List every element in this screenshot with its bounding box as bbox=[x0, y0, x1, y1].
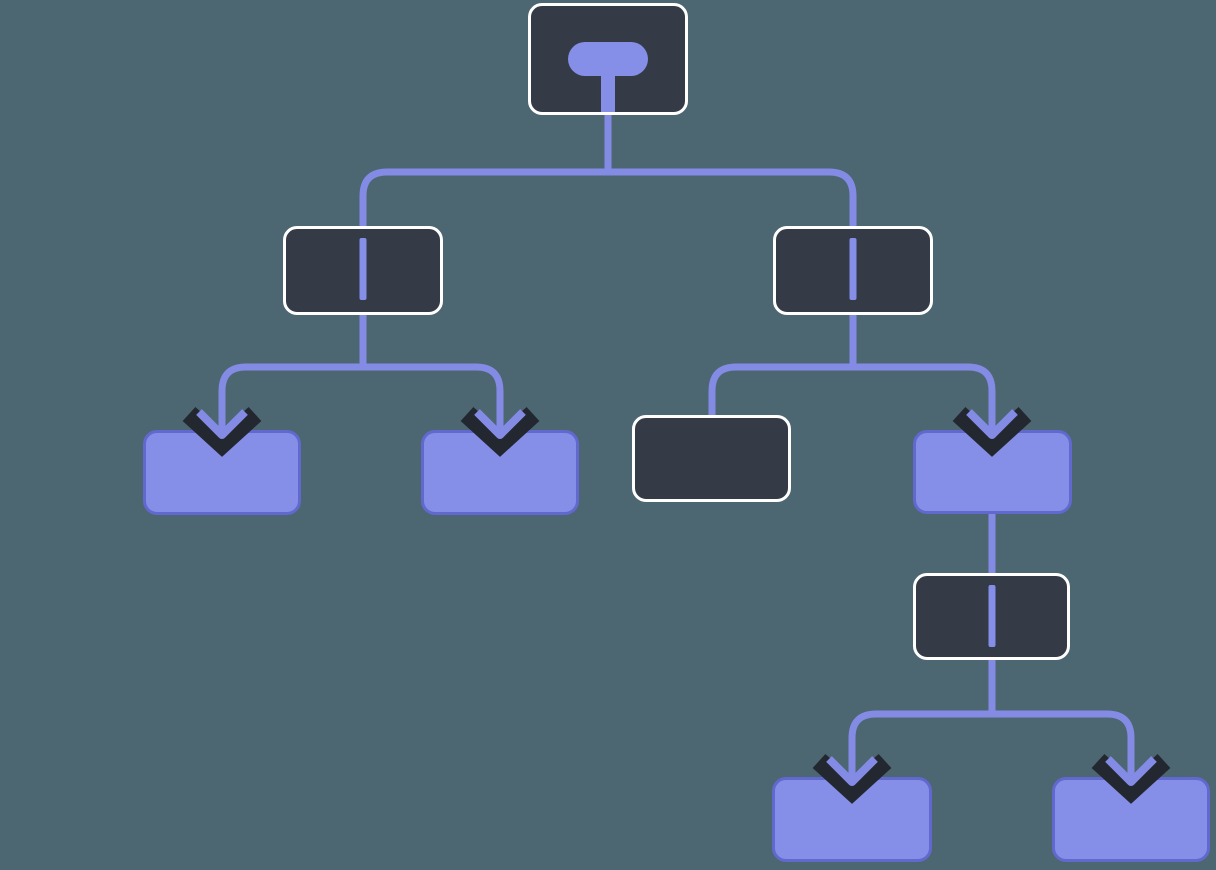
branch-node-bottom[interactable] bbox=[913, 573, 1070, 660]
drop-target-node-3[interactable] bbox=[913, 430, 1072, 514]
tree-root-icon-stem bbox=[601, 72, 615, 112]
tree-root-icon bbox=[568, 42, 648, 76]
drop-target-node-2[interactable] bbox=[421, 430, 579, 515]
drop-target-node-4[interactable] bbox=[772, 777, 932, 862]
drop-target-node-5[interactable] bbox=[1052, 777, 1210, 862]
pass-through-line-icon bbox=[359, 238, 367, 300]
branch-node-left[interactable] bbox=[283, 226, 443, 315]
drop-target-node-1[interactable] bbox=[143, 430, 301, 515]
root-node[interactable] bbox=[528, 3, 688, 115]
plain-dark-node[interactable] bbox=[632, 415, 791, 502]
pass-through-line-icon bbox=[988, 585, 995, 647]
branch-node-right[interactable] bbox=[773, 226, 933, 315]
pass-through-line-icon bbox=[849, 238, 857, 300]
